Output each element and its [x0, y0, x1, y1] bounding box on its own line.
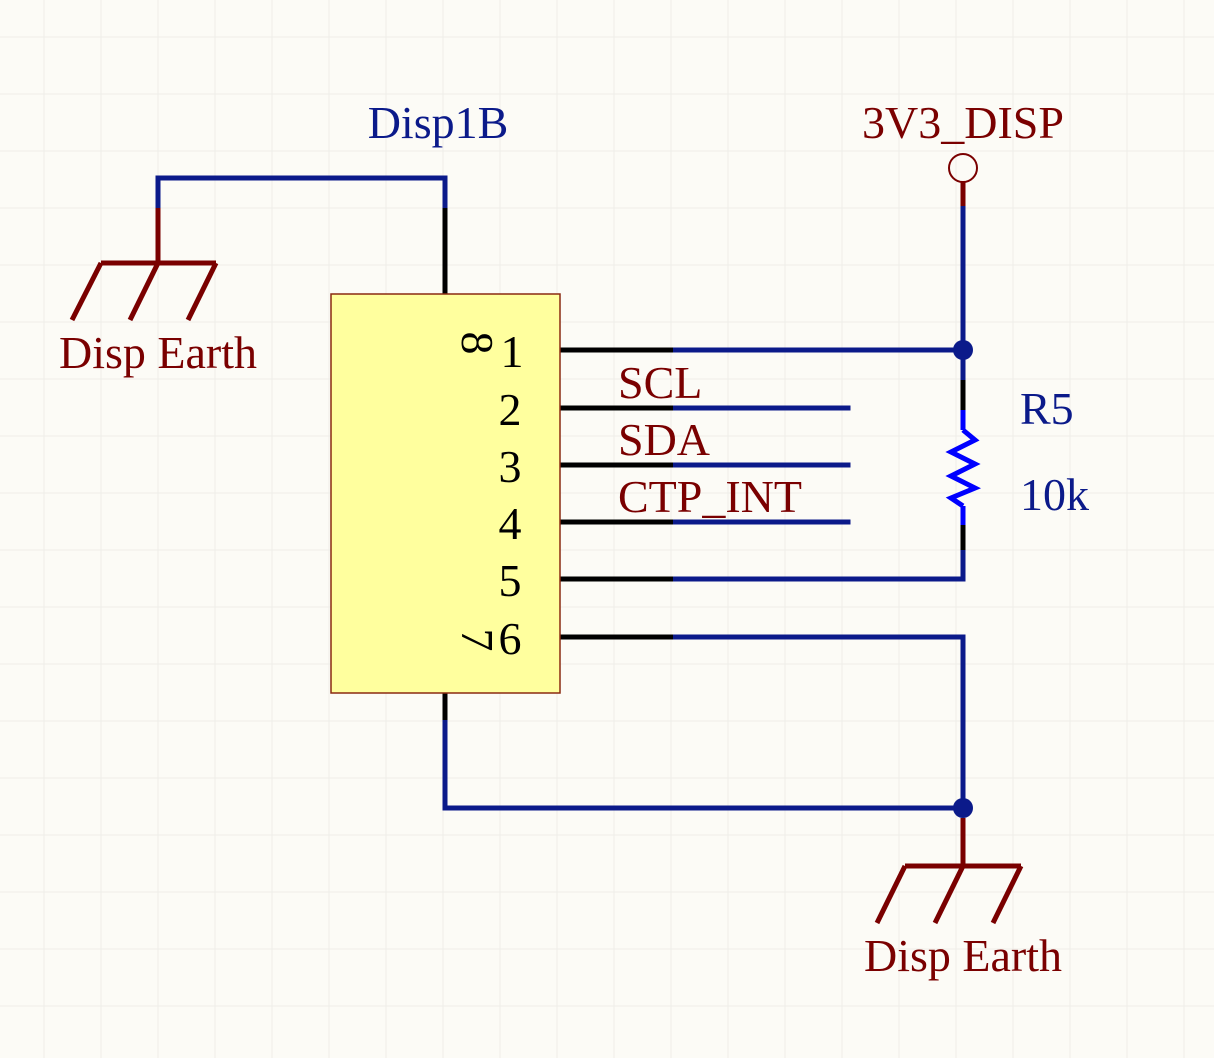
ground-port-label-top-left: Disp Earth: [59, 327, 257, 378]
power-port-3v3[interactable]: 3V3_DISP: [862, 97, 1064, 206]
wire-pin5-resistor[interactable]: [670, 547, 966, 582]
resistor-designator: R5: [1020, 383, 1074, 434]
wires: [155, 175, 966, 811]
resistor-zigzag-icon: [945, 428, 982, 509]
component-designator: Disp1B: [368, 97, 509, 148]
junction-dot-ground: [953, 798, 973, 818]
net-label-scl[interactable]: SCL: [618, 357, 702, 408]
component-pins: [442, 208, 673, 720]
resistor-r5[interactable]: R5 10k: [945, 380, 1089, 550]
pin-number-7: 7: [452, 629, 503, 652]
pin-number-4: 4: [499, 498, 522, 549]
power-port-label: 3V3_DISP: [862, 97, 1064, 148]
ground-port-label-bottom-right: Disp Earth: [864, 930, 1062, 981]
pin-number-2: 2: [499, 384, 522, 435]
ground-port-top-left[interactable]: [69, 208, 219, 322]
ground-leg-3: [990, 864, 1024, 925]
pin-number-1: 1: [501, 326, 524, 377]
ground-leg-2: [932, 864, 966, 925]
pin-number-6: 6: [499, 613, 522, 664]
pin-number-5: 5: [499, 555, 522, 606]
ground-leg-2: [127, 261, 161, 322]
wire-pin7-ground[interactable]: [442, 717, 966, 811]
junction-dot-vcc: [953, 340, 973, 360]
net-label-ctp-int[interactable]: CTP_INT: [618, 471, 802, 522]
ground-leg-3: [185, 261, 219, 322]
wire-top-left-ground[interactable]: [155, 175, 448, 211]
pin-number-8: 8: [452, 332, 503, 355]
net-label-sda[interactable]: SDA: [618, 414, 710, 465]
pin-number-3: 3: [499, 441, 522, 492]
ground-port-bottom-right[interactable]: [874, 818, 1024, 925]
ground-leg-1: [874, 864, 908, 925]
resistor-value: 10k: [1020, 469, 1089, 520]
power-port-circle-icon: [948, 153, 978, 183]
ground-leg-1: [69, 261, 104, 322]
wire-pin6-ground[interactable]: [670, 634, 966, 811]
component-body[interactable]: [330, 293, 561, 694]
